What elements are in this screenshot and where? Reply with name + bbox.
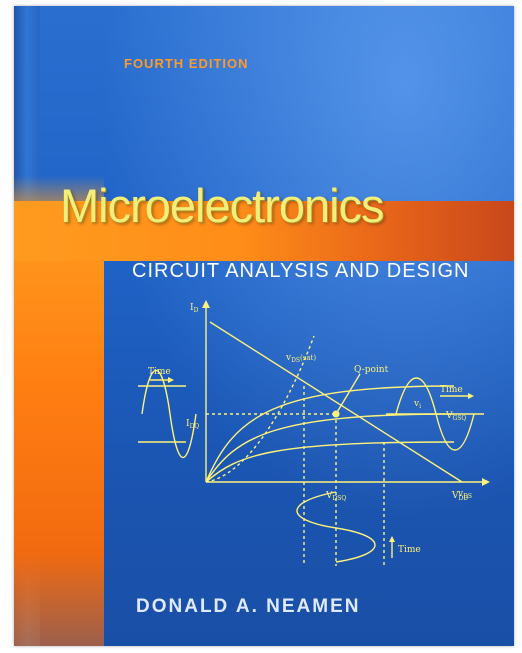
book-title: Microelectronics [60, 179, 385, 232]
y-axis-arrow [202, 300, 210, 308]
vgsq-label: VGSQ [445, 411, 466, 422]
time-label-right: Time [440, 385, 463, 395]
vdd-label: VDD [451, 491, 468, 502]
axis-y-label: ID [190, 303, 199, 314]
time-arrowhead-left [168, 377, 174, 383]
time-label-bottom: Time [398, 545, 421, 555]
curve-1 [205, 385, 455, 483]
x-axis-arrow [482, 478, 490, 486]
idq-label: IDQ [186, 419, 199, 430]
q-point-marker [332, 410, 340, 418]
q-point-leader [335, 373, 361, 415]
book-cover: FOURTH EDITION Microelectronics CIRCUIT … [14, 6, 514, 646]
vds-sat-label: vDS(sat) [285, 353, 316, 364]
load-line [209, 321, 463, 483]
vds-sat-curve [205, 335, 315, 483]
curve-2 [205, 413, 455, 483]
time-label-left: Time [148, 367, 171, 377]
mosfet-characteristic-diagram: ID vDS vDS(sat) Q-point IDQ VDSQ VDD VGS… [138, 300, 490, 566]
output-current-sine [141, 369, 197, 459]
axis-x-label: vDS [457, 489, 472, 500]
orange-title-band [14, 201, 514, 261]
book-subtitle: CIRCUIT ANALYSIS AND DESIGN [132, 260, 470, 282]
q-point-label: Q-point [354, 365, 389, 375]
curve-3 [205, 441, 455, 483]
output-voltage-sine [296, 491, 376, 563]
vi-label: vi [413, 399, 421, 410]
edition-label: FOURTH EDITION [124, 56, 249, 71]
time-arrowhead-right [468, 393, 474, 399]
time-arrowhead-bottom [389, 536, 395, 542]
author-name: DONALD A. NEAMEN [136, 596, 361, 617]
vdsq-label: VDSQ [325, 491, 346, 502]
